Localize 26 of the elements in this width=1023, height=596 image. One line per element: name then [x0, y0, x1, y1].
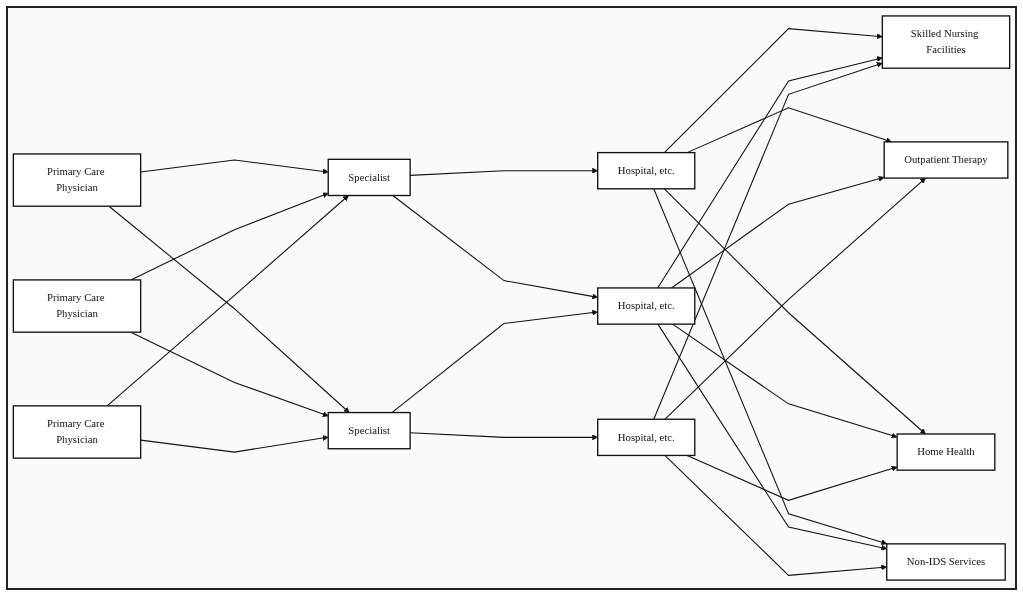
node-box: Primary Care Physician [12, 405, 142, 459]
node-box: Specialist [327, 158, 411, 197]
node-box: Primary Care Physician [12, 279, 142, 333]
arrow [130, 331, 329, 417]
arrow [140, 159, 329, 175]
node-box: Hospital, etc. [597, 151, 696, 190]
arrow [391, 309, 598, 414]
arrow [670, 175, 885, 289]
node-box: Hospital, etc. [597, 287, 696, 325]
node-box: Outpatient Therapy [883, 141, 1009, 179]
arrow [686, 454, 898, 501]
arrow [672, 323, 898, 439]
arrow [653, 188, 888, 546]
arrow [663, 28, 883, 154]
arrow [140, 435, 329, 453]
node-box: Specialist [327, 411, 411, 450]
arrow [653, 62, 883, 420]
node-box: Non-IDS Services [886, 543, 1006, 581]
arrow [657, 56, 883, 289]
node-box: Hospital, etc. [597, 418, 696, 457]
node-box: Home Health [896, 433, 996, 471]
arrow [657, 323, 887, 551]
arrow [392, 194, 598, 300]
node-box: Skilled Nursing Facilities [881, 15, 1011, 69]
node-box: Primary Care Physician [12, 153, 142, 207]
arrow [664, 454, 887, 576]
